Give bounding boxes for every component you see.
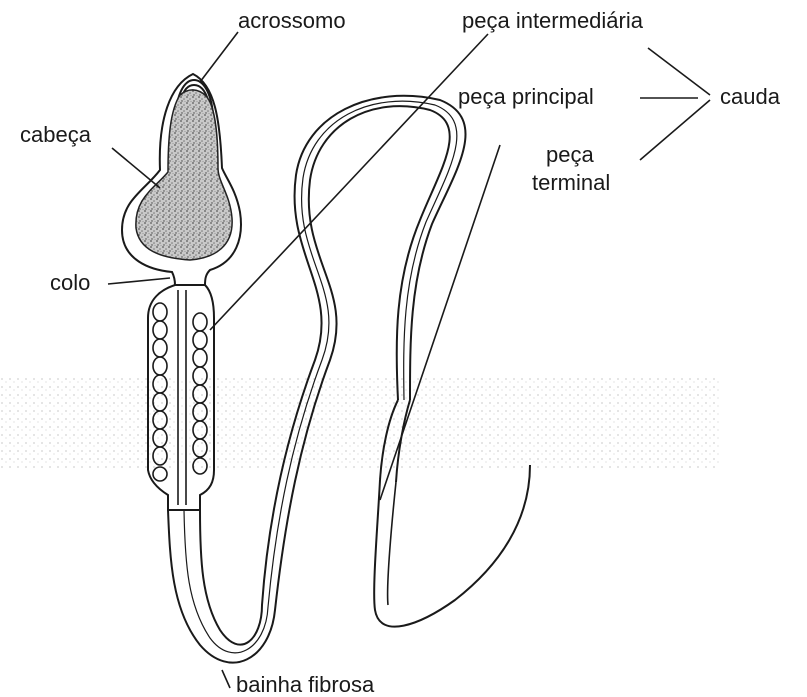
label-colo: colo (50, 270, 90, 295)
head (122, 74, 241, 285)
leader-acrossomo (200, 32, 238, 82)
leader-cabeca (112, 148, 160, 188)
leader-colo (108, 278, 170, 284)
leader-bainha-fibrosa (222, 670, 230, 688)
label-peca-principal: peça principal (458, 84, 594, 109)
label-cauda: cauda (720, 84, 781, 109)
label-acrossomo: acrossomo (238, 8, 346, 33)
label-bainha-fibrosa: bainha fibrosa (236, 672, 375, 697)
label-peca-intermediaria: peça intermediária (462, 8, 644, 33)
leader-peca-intermediaria (210, 34, 488, 330)
brace-cauda-bottom (640, 100, 710, 160)
label-peca-terminal-line1: peça (546, 142, 594, 167)
scan-band (0, 378, 720, 468)
label-cabeca: cabeça (20, 122, 92, 147)
label-peca-terminal-line2: terminal (532, 170, 610, 195)
brace-cauda-top (648, 48, 710, 95)
